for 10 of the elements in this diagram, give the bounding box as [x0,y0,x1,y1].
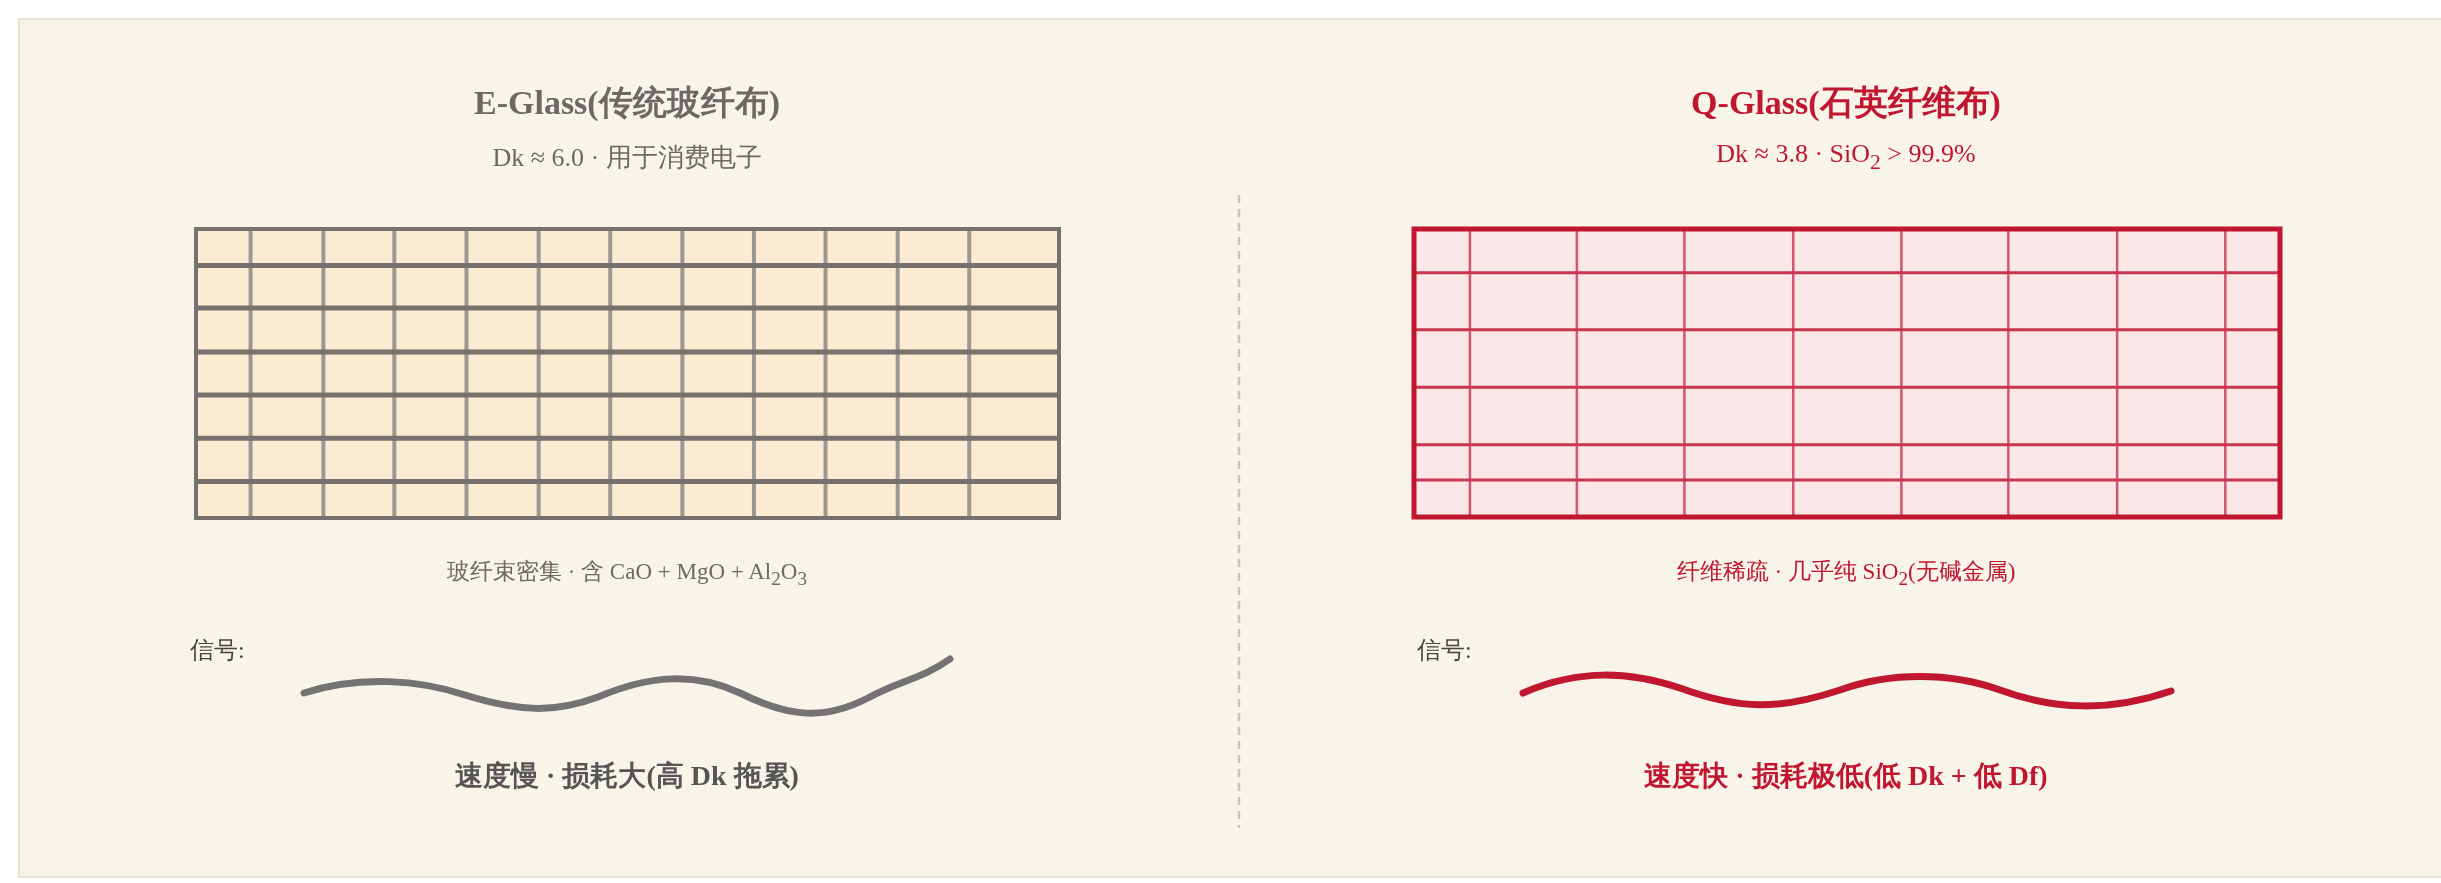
result-text: 速度快 · 损耗极低(低 Dk + 低 Df) [1644,759,2048,793]
panel-subtitle: Dk ≈ 3.8 · SiO$_{2}$ > 99.9% [1716,139,1976,175]
fabric-caption: 玻纤束密集 · 含 CaO + MgO + Al$_{2}$O$_{3}$ [446,558,808,590]
fabric-caption: 纤维稀疏 · 几乎纯 SiO$_{2}$(无碱金属) [1676,558,2016,590]
signal-label: 信号: [1417,636,1472,665]
panel-subtitle: Dk ≈ 6.0 · 用于消费电子 [492,141,762,174]
panel-title: Q-Glass(石英纤维布) [1691,83,2001,123]
result-text: 速度慢 · 损耗大(高 Dk 拖累) [455,759,799,793]
signal-label: 信号: [190,636,245,665]
panel-title: E-Glass(传统玻纤布) [474,83,780,123]
